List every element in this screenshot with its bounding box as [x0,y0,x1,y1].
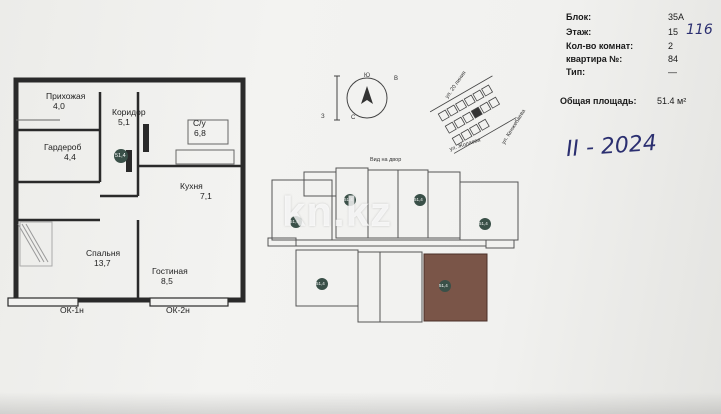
plan-outer-wall [13,77,246,303]
room-area: 7,1 [200,191,212,201]
total-area-value: 51.4 м² [657,96,687,106]
compass-arrow-icon [361,86,373,104]
room-area: 6,8 [194,128,206,138]
room-label: Спальня [86,248,121,258]
info-key: Блок: [566,12,592,22]
info-key: Тип: [566,67,586,77]
unit-badge: 51,4 [439,283,448,288]
room-area: 5,1 [118,117,130,127]
plan-badge-circle [114,149,128,163]
info-value: — [668,67,677,77]
compass-letter: С [351,115,356,121]
unit-badge: 51,4 [414,197,423,202]
room-label: Кухня [180,181,203,191]
window-label: ОК-1н [60,305,84,315]
room-label: Прихожая [46,91,86,101]
info-value: 84 [668,54,679,64]
selected-unit [423,253,488,322]
compass-letter: В [394,76,399,82]
room-area: 4,4 [64,152,76,162]
info-value: 2 [668,41,674,51]
info-key: квартира №: [566,54,623,64]
info-key: Кол-во комнат: [566,41,634,51]
unit-badge: 51,4 [316,281,325,286]
room-area: 13,7 [94,258,111,268]
unit-badge: 51,4 [290,219,299,224]
info-key: Этаж: [566,27,592,37]
room-label: Коридор [112,107,146,117]
room-area: 4,0 [53,101,65,111]
floor-caption: Вид на двор [370,157,402,163]
room-label: Гостиная [152,266,188,276]
handwritten-floor-note: 116 [686,22,713,38]
unit-badge: 51,4 [479,221,488,226]
compass-letter: Ю [364,73,371,79]
room-area: 8,5 [161,276,173,286]
unit-badge: 51,4 [344,197,353,202]
window-label: ОК-2н [166,305,190,315]
room-label: С/у [193,118,206,128]
plan-badge-text: 51,4 [115,153,126,159]
room-label: Гардероб [44,142,82,152]
bottom-shadow [0,392,721,414]
compass-letter: З [321,114,325,120]
total-area-key: Общая площадь: [560,96,637,106]
info-value: 35А [668,12,685,22]
watermark: kn.kz [282,188,393,235]
info-value: 15 [668,27,679,37]
